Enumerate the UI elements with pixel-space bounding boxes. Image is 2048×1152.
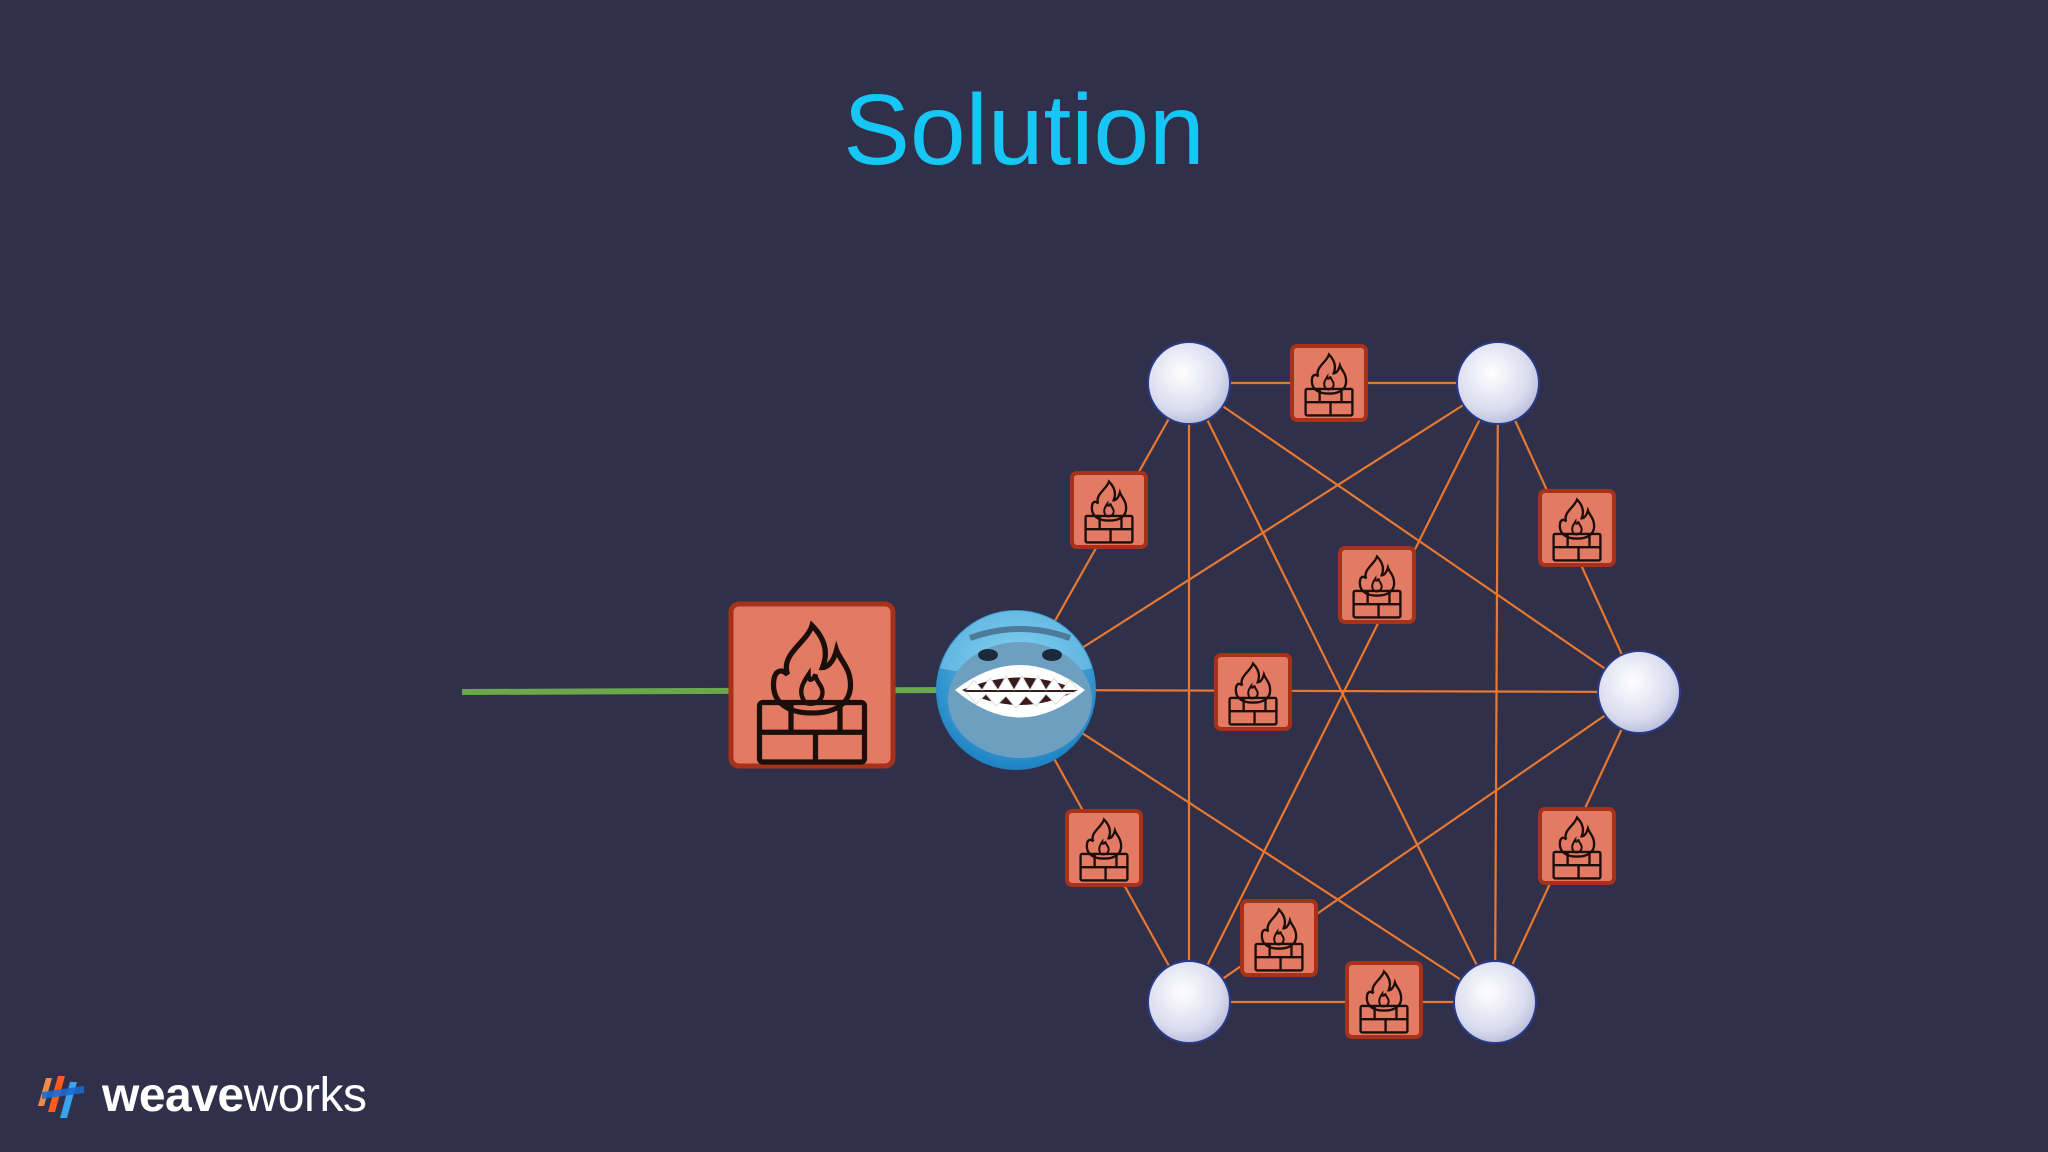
- main-firewall: [728, 601, 896, 769]
- brand-name-bold: weave: [102, 1068, 244, 1122]
- edge-firewall: [1070, 471, 1148, 549]
- mesh-node: [1453, 960, 1537, 1044]
- edge-firewall: [1065, 809, 1143, 887]
- mesh-node: [1147, 960, 1231, 1044]
- mesh-nodes: [1147, 341, 1681, 1044]
- mesh-node: [1456, 341, 1540, 425]
- edge-firewall: [1345, 961, 1423, 1039]
- edge-firewall: [1538, 807, 1616, 885]
- edge-firewall: [1290, 344, 1368, 422]
- mesh-node: [1597, 650, 1681, 734]
- weaveworks-logo-icon: [38, 1076, 84, 1118]
- edge-firewall: [1214, 653, 1292, 731]
- brand-wordmark: weaveworks: [102, 1068, 367, 1123]
- brand-name-regular: works: [243, 1068, 367, 1122]
- weaveworks-branding: weaveworks: [34, 1066, 367, 1124]
- edge-firewall: [1338, 546, 1416, 624]
- mesh-node: [1147, 341, 1231, 425]
- edge-firewall: [1240, 899, 1318, 977]
- edge-firewalls: [1065, 344, 1616, 1039]
- slide-title: Solution: [843, 74, 1205, 186]
- edge-firewall: [1538, 489, 1616, 567]
